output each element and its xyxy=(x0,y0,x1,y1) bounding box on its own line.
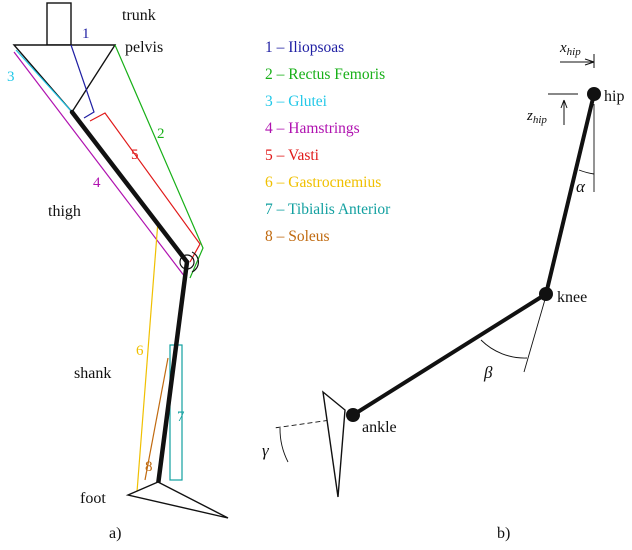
angle-gamma: γ xyxy=(262,441,270,460)
caption-b: b) xyxy=(497,525,510,542)
legend-item-glutei: 3 – Glutei xyxy=(265,93,328,110)
pelvis-segment xyxy=(12,44,117,114)
muscle-number-7: 7 xyxy=(177,409,185,425)
legend-item-soleus: 8 – Soleus xyxy=(265,228,330,245)
shank-bone xyxy=(155,259,190,488)
muscle-soleus xyxy=(144,357,169,481)
foot-segment xyxy=(125,481,229,519)
muscle-number-8: 8 xyxy=(145,459,153,475)
muscle-iliopsoas xyxy=(70,44,95,119)
muscle-number-5: 5 xyxy=(131,147,139,163)
label-hip: hip xyxy=(604,88,624,105)
legend-item-tibialis-anterior: 7 – Tibialis Anterior xyxy=(265,201,391,218)
shank-link xyxy=(351,292,548,417)
muscle-hamstrings xyxy=(13,51,186,278)
z-hip-label: zhip xyxy=(526,108,547,126)
legend-item-iliopsoas: 1 – Iliopsoas xyxy=(265,39,344,56)
trunk-segment xyxy=(46,2,72,46)
muscle-number-3: 3 xyxy=(7,69,15,85)
stick-skeleton xyxy=(351,92,596,417)
beta-arc xyxy=(480,339,528,359)
legend-item-rectus-femoris: 2 – Rectus Femoris xyxy=(265,66,385,83)
panel-b: xhip zhip hip knee ankle α β γ b) xyxy=(262,40,624,542)
legend-item-vasti: 5 – Vasti xyxy=(265,147,320,164)
foot-link xyxy=(322,390,346,498)
x-hip-label: xhip xyxy=(559,40,581,58)
label-shank: shank xyxy=(74,365,111,382)
label-pelvis: pelvis xyxy=(125,39,163,56)
label-trunk: trunk xyxy=(122,7,156,24)
panel-a: trunk pelvis thigh shank foot a) 1 2 3 4… xyxy=(7,2,229,542)
angle-beta: β xyxy=(483,363,493,382)
knee-joint xyxy=(539,287,553,301)
muscle-rectus-femoris xyxy=(114,44,204,279)
alpha-arc xyxy=(578,169,595,175)
muscle-lines xyxy=(13,44,204,493)
muscle-number-4: 4 xyxy=(93,175,101,191)
bone-segments xyxy=(69,109,190,488)
thigh-bone xyxy=(69,109,190,265)
hip-joint xyxy=(587,87,601,101)
label-thigh: thigh xyxy=(48,203,81,220)
muscle-number-6: 6 xyxy=(136,343,144,359)
knee-joint-a xyxy=(179,251,200,273)
angle-alpha: α xyxy=(576,177,586,196)
muscle-number-1: 1 xyxy=(82,26,90,42)
reference-lines xyxy=(273,104,595,463)
muscle-gastrocnemius xyxy=(136,220,159,493)
label-foot: foot xyxy=(80,490,106,507)
legend-item-hamstrings: 4 – Hamstrings xyxy=(265,120,360,137)
ankle-joint xyxy=(346,408,360,422)
label-ankle: ankle xyxy=(362,419,397,436)
muscle-legend: 1 – Iliopsoas 2 – Rectus Femoris 3 – Glu… xyxy=(265,39,391,245)
label-knee: knee xyxy=(557,289,587,306)
caption-a: a) xyxy=(109,525,121,542)
muscle-vasti xyxy=(89,112,201,263)
thigh-link xyxy=(544,92,596,296)
hip-offset-indicators xyxy=(548,54,595,125)
muscle-glutei xyxy=(15,49,73,113)
legend-item-gastrocnemius: 6 – Gastrocnemius xyxy=(265,174,381,191)
muscle-number-2: 2 xyxy=(157,126,165,142)
gamma-arc xyxy=(279,427,289,463)
